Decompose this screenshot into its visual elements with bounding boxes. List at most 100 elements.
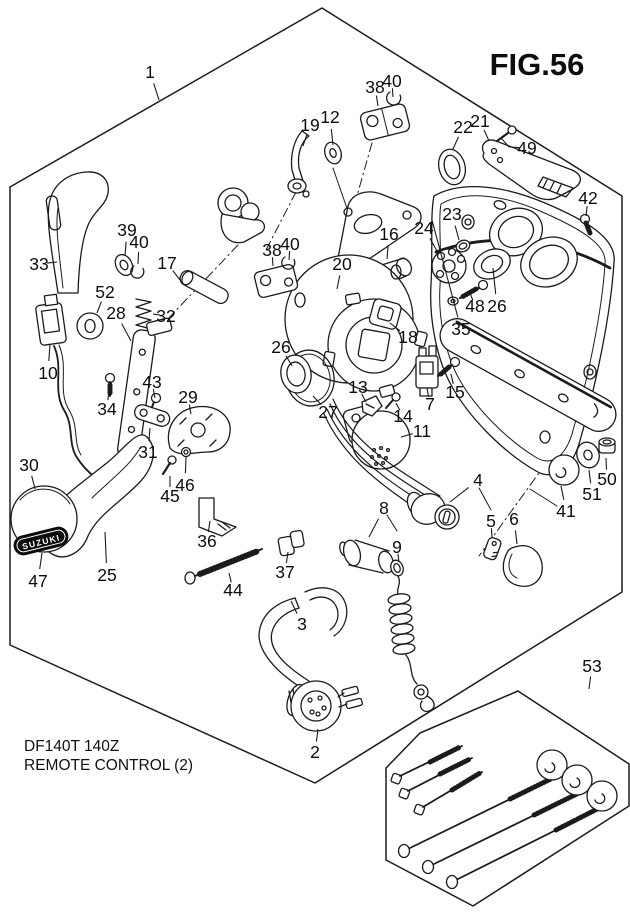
leader-26	[492, 267, 497, 295]
spring-32	[135, 298, 152, 330]
kit-caps	[536, 749, 618, 812]
washer-12	[324, 141, 342, 165]
leader-34	[107, 388, 110, 401]
hardware-kit-box	[385, 690, 630, 907]
plate-18	[368, 298, 402, 330]
leader-19	[302, 134, 308, 147]
grommet-22	[437, 148, 467, 186]
leader-43	[152, 389, 156, 399]
leader-49	[509, 146, 520, 149]
leader-41	[560, 485, 565, 500]
snap-ring-40-left	[130, 265, 145, 279]
leader-53	[588, 676, 592, 690]
callout-14: 14	[393, 406, 413, 426]
bezel-26-right	[473, 248, 511, 280]
callout-37: 37	[275, 562, 294, 582]
leader-30	[31, 475, 36, 490]
snap-ring-top	[386, 91, 402, 106]
leader-14	[395, 402, 401, 411]
callout-11: 11	[413, 421, 431, 441]
washer-51	[576, 441, 600, 469]
callout-16: 16	[379, 224, 398, 244]
callout-48: 48	[465, 296, 484, 316]
callout-40: 40	[129, 232, 149, 252]
callout-40: 40	[280, 234, 300, 254]
switch-7	[415, 345, 439, 397]
nut-50	[598, 437, 616, 454]
leader-48	[469, 292, 474, 301]
callout-35: 35	[451, 319, 470, 339]
screw-44	[184, 548, 263, 585]
key-cover-6	[502, 545, 543, 587]
leader-1	[153, 83, 160, 101]
leader-7	[426, 387, 430, 397]
leader-16	[386, 245, 389, 260]
leader-40	[288, 251, 291, 261]
callout-34: 34	[97, 399, 117, 419]
leader-10	[48, 343, 51, 362]
callout-24: 24	[414, 218, 434, 238]
buzzer-11	[342, 405, 411, 470]
leader-12	[330, 128, 334, 146]
callout-5: 5	[486, 511, 496, 531]
extra-leader-lines	[386, 487, 558, 532]
callout-51: 51	[582, 484, 601, 504]
link-31	[134, 404, 171, 427]
leader-13	[361, 393, 367, 403]
leader-24	[429, 238, 438, 252]
suzuki-badge: SUZUKI	[13, 526, 69, 556]
callout-20: 20	[332, 254, 352, 274]
screw-14	[385, 392, 401, 409]
leader-42	[585, 206, 588, 217]
callout-32: 32	[156, 306, 175, 326]
kill-switch-8	[339, 539, 394, 574]
callout-44: 44	[223, 580, 243, 600]
gasket-rail	[439, 318, 617, 432]
callout-23: 23	[442, 204, 461, 224]
leader-46	[184, 456, 187, 474]
diagram-border	[9, 7, 623, 784]
key-5	[483, 537, 502, 561]
leader-39	[124, 241, 127, 257]
callout-26: 26	[487, 296, 506, 316]
leader-3	[290, 600, 298, 614]
callout-52: 52	[95, 282, 114, 302]
cap-41	[548, 454, 580, 486]
callout-1: 1	[145, 62, 155, 82]
callout-18: 18	[398, 327, 417, 347]
leader-22	[452, 136, 460, 150]
leader-32	[152, 313, 161, 316]
leader-38	[375, 95, 379, 107]
callout-39: 39	[117, 220, 136, 240]
callout-8: 8	[379, 498, 389, 518]
callout-53: 53	[582, 656, 601, 676]
snap-ring-mid	[281, 256, 296, 270]
washer-39	[114, 253, 134, 277]
callout-4: 4	[473, 470, 483, 490]
callout-29: 29	[178, 387, 197, 407]
callout-6: 6	[509, 509, 519, 529]
callout-9: 9	[392, 537, 402, 557]
latch-lever	[287, 130, 310, 198]
bracket-13	[361, 395, 383, 417]
callout-45: 45	[160, 486, 179, 506]
callout-25: 25	[97, 565, 116, 585]
screw-34	[104, 372, 116, 398]
callout-49: 49	[517, 138, 536, 158]
callout-26: 26	[271, 337, 290, 357]
leader-36	[207, 520, 211, 533]
screw-49	[495, 125, 517, 148]
callout-19: 19	[300, 115, 319, 135]
clamp-37	[277, 529, 305, 557]
clip-36	[198, 497, 237, 537]
callout-21: 21	[470, 111, 489, 131]
callout-46: 46	[175, 475, 194, 495]
connector-plug-2	[286, 680, 363, 732]
callout-3: 3	[297, 614, 307, 634]
callout-2: 2	[310, 742, 320, 762]
callout-7: 7	[425, 394, 435, 414]
leader-47	[39, 552, 43, 570]
callout-15: 15	[445, 382, 464, 402]
